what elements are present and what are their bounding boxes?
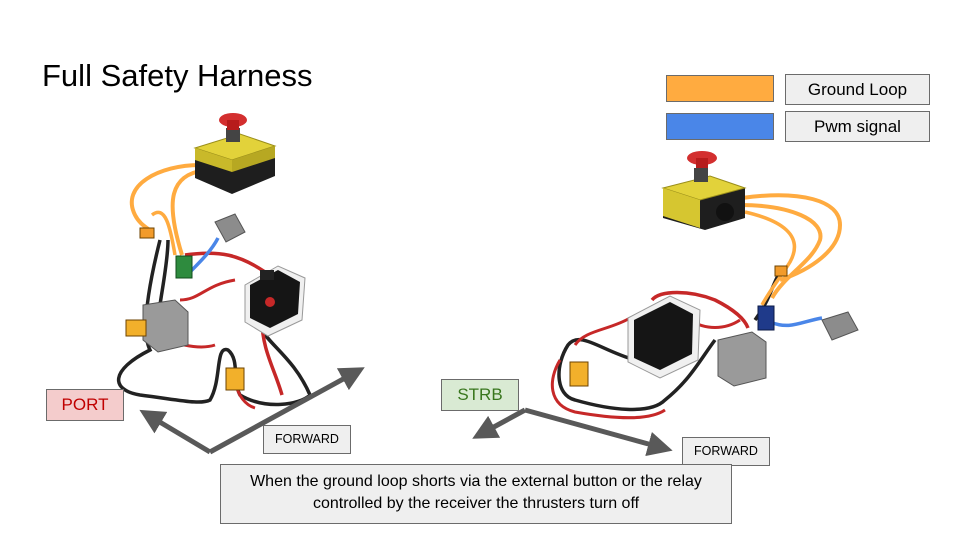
port-direction-arrows: [139, 367, 365, 455]
legend-swatch-pwm-signal: [666, 113, 774, 140]
strb-direction-arrows: [472, 407, 673, 457]
slide-title: Full Safety Harness: [42, 58, 313, 93]
legend-label-ground-loop: Ground Loop: [785, 74, 930, 105]
forward-label-strb: FORWARD: [682, 437, 770, 466]
legend-label-pwm-signal: Pwm signal: [785, 111, 930, 142]
shutdown-note: When the ground loop shorts via the exte…: [220, 464, 732, 524]
strb-label: STRB: [441, 379, 519, 411]
port-label: PORT: [46, 389, 124, 421]
forward-label-port: FORWARD: [263, 425, 351, 454]
strb-harness-assembly: [550, 151, 859, 420]
legend-swatch-ground-loop: [666, 75, 774, 102]
port-harness-assembly: [117, 113, 313, 410]
